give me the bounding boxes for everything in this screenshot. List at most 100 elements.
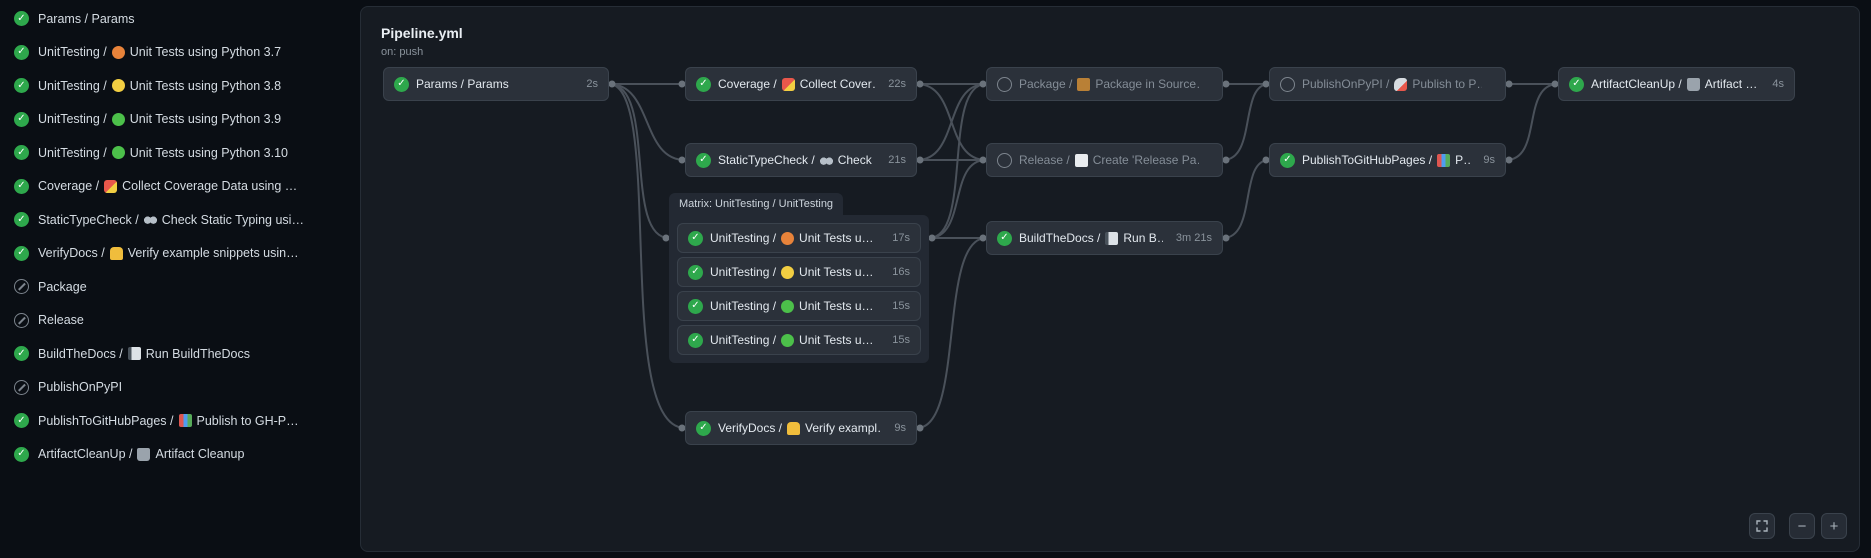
job-duration: 17s — [892, 232, 910, 244]
job-status-icon — [696, 76, 711, 92]
job-status-icon — [1280, 76, 1295, 92]
job-label-suffix: Verify exampl… — [805, 421, 882, 435]
job-status-icon — [1280, 152, 1295, 168]
job-label-suffix: P… — [1455, 153, 1470, 167]
job-node[interactable]: UnitTesting / Unit Tests u… 15s — [677, 325, 921, 355]
workflow-graph-panel: Pipeline.yml on: push — [360, 6, 1860, 552]
job-node[interactable]: VerifyDocs / Verify exampl… 9s — [685, 411, 917, 445]
job-label-suffix: Collect Coverage Data using … — [122, 179, 298, 194]
sidebar-job-item[interactable]: VerifyDocs / Verify example snippets usi… — [14, 237, 352, 271]
job-status-icon — [997, 152, 1012, 168]
job-label: PublishOnPyPI — [38, 380, 127, 394]
zoom-out-button[interactable]: − — [1789, 513, 1815, 539]
job-label-suffix: Unit Tests using Python 3.7 — [129, 45, 282, 60]
job-emoji-icon — [781, 231, 795, 245]
job-label-prefix: VerifyDocs / — [38, 246, 105, 261]
job-label-prefix: UnitTesting / — [710, 299, 777, 313]
sidebar-job-item[interactable]: UnitTesting / Unit Tests using Python 3.… — [14, 36, 352, 70]
job-node[interactable]: UnitTesting / Unit Tests u… 17s — [677, 223, 921, 253]
job-label-prefix: UnitTesting / — [710, 333, 777, 347]
job-label: Package / Package in Source… — [1019, 77, 1199, 91]
matrix-group: Matrix: UnitTesting / UnitTesting UnitTe… — [669, 193, 929, 363]
job-status-icon — [688, 332, 703, 348]
job-label: StaticTypeCheck / Check Static Typing us… — [38, 213, 304, 227]
job-status-icon — [688, 230, 703, 246]
job-label: Coverage / Collect Cover… — [718, 77, 875, 91]
job-node[interactable]: ArtifactCleanUp / Artifact … 4s — [1558, 67, 1795, 101]
job-label-prefix: VerifyDocs / — [718, 421, 783, 435]
job-status-icon — [14, 212, 29, 228]
job-status-icon — [14, 312, 29, 328]
job-label-prefix: UnitTesting / — [38, 145, 107, 160]
workflow-title: Pipeline.yml — [381, 25, 463, 41]
sidebar-job-item[interactable]: PublishOnPyPI — [14, 371, 352, 405]
sidebar-job-item[interactable]: PublishToGitHubPages / Publish to GH-P… — [14, 404, 352, 438]
job-emoji-icon — [781, 333, 795, 347]
job-status-icon — [997, 76, 1012, 92]
job-status-icon — [14, 446, 29, 462]
sidebar-job-item[interactable]: UnitTesting / Unit Tests using Python 3.… — [14, 103, 352, 137]
job-status-icon — [14, 111, 29, 127]
job-emoji-icon — [104, 179, 118, 193]
job-node[interactable]: Package / Package in Source… — [986, 67, 1223, 101]
job-label-prefix: StaticTypeCheck / — [718, 153, 815, 167]
zoom-in-button[interactable]: + — [1821, 513, 1847, 539]
fullscreen-button[interactable] — [1749, 513, 1775, 539]
job-duration: 2s — [586, 78, 598, 90]
job-duration: 15s — [892, 334, 910, 346]
job-emoji-icon — [178, 414, 192, 428]
job-node[interactable]: Params / Params 2s — [383, 67, 609, 101]
sidebar-job-item[interactable]: ArtifactCleanUp / Artifact Cleanup — [14, 438, 352, 472]
job-label-suffix: Check … — [837, 153, 876, 167]
job-label-prefix: Release / — [1019, 153, 1070, 167]
sidebar-job-item[interactable]: BuildTheDocs / Run BuildTheDocs — [14, 337, 352, 371]
job-emoji-icon — [781, 299, 795, 313]
sidebar-job-item[interactable]: UnitTesting / Unit Tests using Python 3.… — [14, 69, 352, 103]
job-duration: 3m 21s — [1175, 232, 1212, 244]
job-label-prefix: Package — [38, 279, 87, 294]
job-label-suffix: Publish to GH-P… — [196, 413, 299, 428]
job-status-icon — [14, 245, 29, 261]
sidebar-job-item[interactable]: Params / Params — [14, 2, 352, 36]
job-status-icon — [1569, 76, 1584, 92]
job-duration: 4s — [1772, 78, 1784, 90]
sidebar-job-item[interactable]: Package — [14, 270, 352, 304]
job-label-prefix: UnitTesting / — [710, 231, 777, 245]
job-node[interactable]: BuildTheDocs / Run B… 3m 21s — [986, 221, 1223, 255]
job-status-icon — [14, 346, 29, 362]
job-label: UnitTesting / Unit Tests u… — [710, 299, 879, 313]
job-node[interactable]: Coverage / Collect Cover… 22s — [685, 67, 917, 101]
job-status-icon — [688, 298, 703, 314]
job-label: ArtifactCleanUp / Artifact … — [1591, 77, 1759, 91]
job-duration: 9s — [1483, 154, 1495, 166]
job-status-icon — [14, 44, 29, 60]
job-label: Release — [38, 313, 89, 327]
job-emoji-icon — [1105, 231, 1119, 245]
job-label-suffix: Run BuildTheDocs — [145, 346, 250, 361]
job-node[interactable]: PublishOnPyPI / Publish to P… — [1269, 67, 1506, 101]
job-label-prefix: Package / — [1019, 77, 1073, 91]
sidebar-job-item[interactable]: Coverage / Collect Coverage Data using … — [14, 170, 352, 204]
job-node[interactable]: UnitTesting / Unit Tests u… 16s — [677, 257, 921, 287]
job-status-icon — [14, 78, 29, 94]
job-label: ArtifactCleanUp / Artifact Cleanup — [38, 447, 244, 461]
job-label: UnitTesting / Unit Tests using Python 3.… — [38, 79, 281, 93]
job-duration: 9s — [894, 422, 906, 434]
sidebar-job-item[interactable]: Release — [14, 304, 352, 338]
job-node[interactable]: Release / Create 'Release Pa… — [986, 143, 1223, 177]
job-node[interactable]: UnitTesting / Unit Tests u… 15s — [677, 291, 921, 321]
job-status-icon — [997, 230, 1012, 246]
job-duration: 15s — [892, 300, 910, 312]
job-emoji-icon — [787, 421, 801, 435]
job-status-icon — [14, 145, 29, 161]
job-label: UnitTesting / Unit Tests using Python 3.… — [38, 45, 281, 59]
sidebar-job-item[interactable]: StaticTypeCheck / Check Static Typing us… — [14, 203, 352, 237]
job-label: BuildTheDocs / Run BuildTheDocs — [38, 347, 250, 361]
job-node[interactable]: PublishToGitHubPages / P… 9s — [1269, 143, 1506, 177]
matrix-group-body: UnitTesting / Unit Tests u… 17s UnitTest… — [669, 215, 929, 363]
job-node[interactable]: StaticTypeCheck / Check … 21s — [685, 143, 917, 177]
workflow-graph: Params / Params 2s Coverage / Collect Co… — [361, 7, 1861, 553]
job-status-icon — [14, 379, 29, 395]
sidebar-job-item[interactable]: UnitTesting / Unit Tests using Python 3.… — [14, 136, 352, 170]
job-label: Release / Create 'Release Pa… — [1019, 153, 1199, 167]
